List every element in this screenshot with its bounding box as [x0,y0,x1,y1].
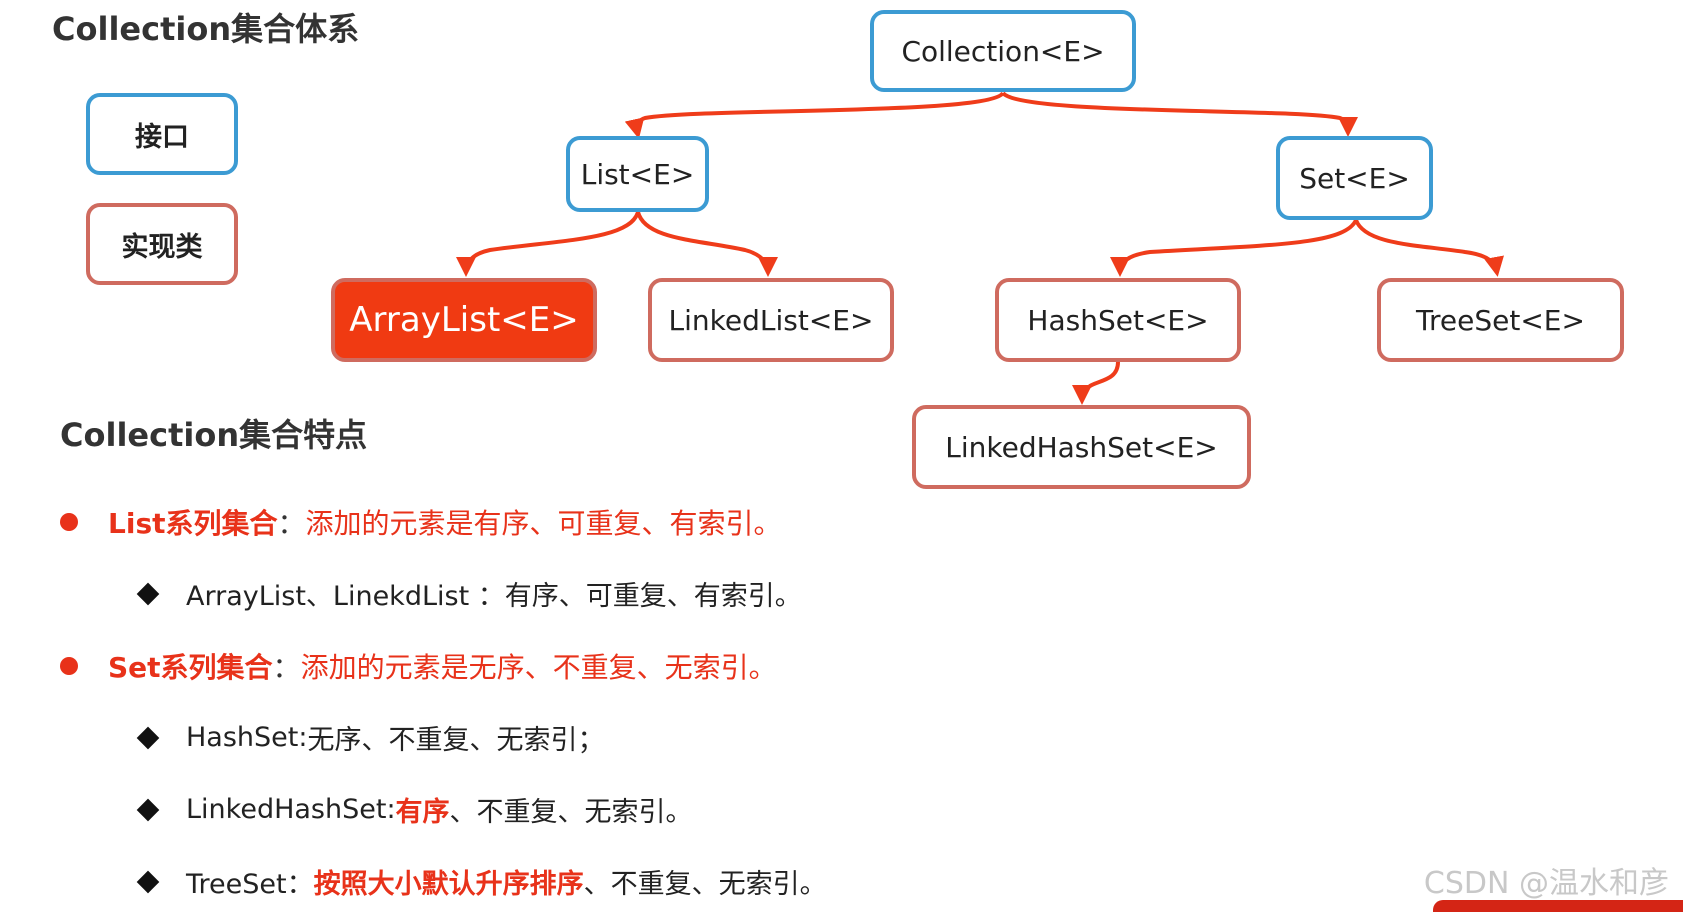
node-arraylist: ArrayList<E> [331,278,597,362]
legend-impl-box: 实现类 [86,203,238,285]
node-hashset-label: HashSet<E> [1027,303,1209,337]
sub-item-rest: 、不重复、无索引。 [583,869,827,900]
list-item-arraylist-linkedlist: ArrayList、LinekdList ： 有序、可重复、有索引。 [136,574,802,613]
sub-item-emph: 按照大小默认升序排序 [313,869,584,900]
sub-item-rest: 、不重复、无索引。 [449,797,693,828]
set-series-desc: 添加的元素是无序、不重复、无索引。 [300,651,777,684]
hierarchy-title: Collection集合体系 [52,10,360,48]
node-hashset: HashSet<E> [995,278,1241,362]
diamond-bullet [136,582,160,605]
legend-interface-box: 接口 [86,93,238,175]
sub-item-rest: 有序、可重复、有索引。 [504,581,802,612]
legend-interface-label: 接口 [135,121,189,153]
sub-item-label: TreeSet： [186,869,314,900]
edge-hashset-linkedhashset [1072,361,1120,405]
sub-item-label: HashSet: [186,722,308,753]
node-collection: Collection<E> [870,10,1136,92]
edge-list-arraylist [456,211,640,277]
list-series-desc: 添加的元素是有序、可重复、有索引。 [305,507,782,540]
sub-item-label: LinkedHashSet: [186,794,396,825]
diamond-bullet [136,798,160,821]
edge-set-hashset [1110,218,1358,277]
node-set: Set<E> [1276,136,1433,220]
set-series-colon: ： [272,651,301,684]
sub-item-label: ArrayList、LinekdList ： [186,581,505,612]
edge-collection-set [1001,91,1358,137]
watermark: CSDN @温水和彦 [1423,866,1669,901]
set-item-hashset: HashSet: 无序、不重复、无索引； [136,718,605,757]
sub-item-emph: 有序 [395,797,450,828]
feature-set-series: Set系列集合 ： 添加的元素是无序、不重复、无索引。 [60,646,777,686]
list-series-label: List系列集合 [108,507,278,540]
sub-item-rest: 无序、不重复、无索引； [307,725,605,756]
node-linkedlist: LinkedList<E> [648,278,894,362]
node-collection-label: Collection<E> [901,34,1105,68]
node-arraylist-label: ArrayList<E> [349,300,579,340]
features-title: Collection集合特点 [60,416,368,454]
edge-collection-list [624,91,1005,139]
bullet-dot [60,657,78,675]
node-set-label: Set<E> [1299,161,1410,195]
edge-list-linkedlist [636,211,778,277]
set-series-label: Set系列集合 [108,651,273,684]
node-linkedhashset: LinkedHashSet<E> [912,405,1251,489]
bullet-dot [60,513,78,531]
node-list-label: List<E> [580,157,695,191]
node-list: List<E> [566,136,709,212]
feature-list-series: List系列集合 ： 添加的元素是有序、可重复、有索引。 [60,502,782,542]
diamond-bullet [136,726,160,749]
corner-tab [1433,900,1683,912]
edge-set-treeset [1354,219,1504,277]
set-item-linkedhashset: LinkedHashSet: 有序 、不重复、无索引。 [136,790,693,829]
node-linkedhashset-label: LinkedHashSet<E> [945,430,1218,464]
node-treeset-label: TreeSet<E> [1416,303,1585,337]
set-item-treeset: TreeSet： 按照大小默认升序排序 、不重复、无索引。 [136,862,827,901]
list-series-colon: ： [277,507,306,540]
node-treeset: TreeSet<E> [1377,278,1624,362]
diamond-bullet [136,870,160,893]
node-linkedlist-label: LinkedList<E> [668,303,874,337]
legend-impl-label: 实现类 [121,231,203,263]
